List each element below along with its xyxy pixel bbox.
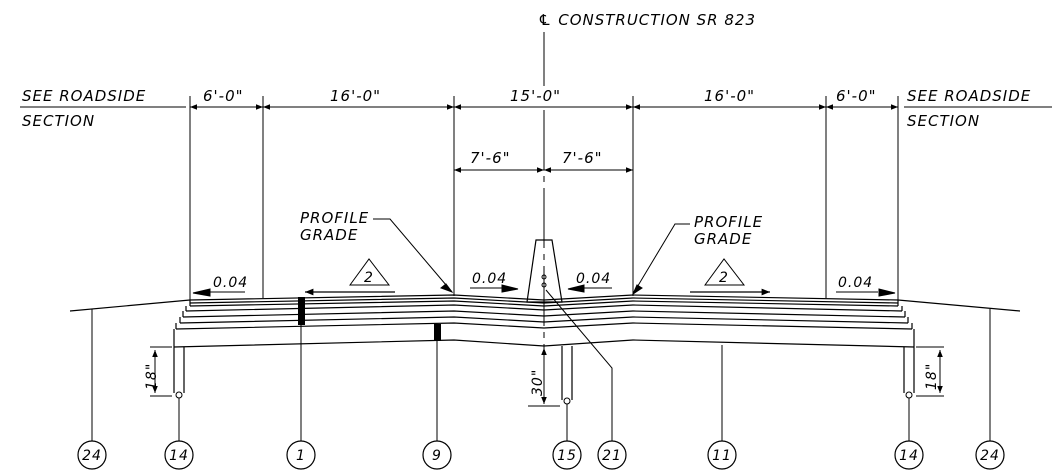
callout-bubble bbox=[286, 440, 316, 470]
callout-bubble bbox=[707, 440, 737, 470]
callout-bubble bbox=[894, 440, 924, 470]
dim-half-median-right: 7'-6" bbox=[562, 149, 603, 167]
curb-dimension-left bbox=[150, 346, 172, 397]
centerline-title: ℄ CONSTRUCTION SR 823 bbox=[538, 11, 756, 29]
profile-grade-left-1: PROFILE bbox=[300, 209, 369, 227]
dim-left-shoulder: 6'-0" bbox=[203, 87, 244, 105]
callout-label: 14 bbox=[169, 448, 189, 464]
callout-label: 24 bbox=[82, 448, 102, 464]
lane-marker-left-triangle bbox=[349, 258, 391, 286]
lane-marker-right: 2 bbox=[719, 270, 729, 286]
slope-left-shoulder: 0.04 bbox=[213, 275, 248, 291]
pavement-layers bbox=[173, 294, 915, 348]
profile-grade-left-2: GRADE bbox=[300, 226, 358, 244]
dim-center-depth: 30" bbox=[530, 369, 546, 396]
callout-label: 14 bbox=[899, 448, 919, 464]
callout-bubble bbox=[975, 440, 1005, 470]
callout-bubble bbox=[597, 440, 627, 470]
joint-bar-left bbox=[298, 297, 305, 325]
median-barrier bbox=[526, 239, 563, 303]
slope-left-median: 0.04 bbox=[472, 271, 507, 287]
callout-bubble bbox=[77, 440, 107, 470]
callout-bubble bbox=[164, 440, 194, 470]
extension-lines bbox=[189, 96, 899, 300]
right-roadside-label: SEE ROADSIDE bbox=[907, 87, 1031, 105]
dim-curb-left: 18" bbox=[144, 363, 160, 390]
profile-grade-right-1: PROFILE bbox=[694, 213, 763, 231]
dim-right-shoulder: 6'-0" bbox=[836, 87, 877, 105]
ground-line-right bbox=[897, 299, 1021, 312]
dim-curb-right: 18" bbox=[924, 363, 940, 390]
dim-right-lane: 16'-0" bbox=[704, 87, 755, 105]
callout-label: 21 bbox=[602, 448, 622, 464]
right-section-label: SECTION bbox=[907, 112, 980, 130]
left-section-label: SECTION bbox=[22, 112, 95, 130]
slope-right-median: 0.04 bbox=[576, 271, 611, 287]
callout-leaders bbox=[91, 289, 991, 441]
curb-dimension-right bbox=[916, 346, 944, 397]
left-roadside-label: SEE ROADSIDE bbox=[22, 87, 146, 105]
dim-median: 15'-0" bbox=[510, 87, 561, 105]
ground-line-left bbox=[69, 299, 191, 312]
underdrains bbox=[173, 346, 915, 400]
profile-grade-right-2: GRADE bbox=[694, 230, 752, 248]
callout-group: 24 14 1 9 15 21 11 14 24 bbox=[77, 440, 1005, 470]
dim-left-lane: 16'-0" bbox=[330, 87, 381, 105]
center-depth-dimension bbox=[528, 348, 560, 407]
callout-label: 15 bbox=[557, 448, 577, 464]
dim-half-median-left: 7'-6" bbox=[470, 149, 511, 167]
lane-marker-left: 2 bbox=[364, 270, 374, 286]
callout-label: 1 bbox=[296, 448, 306, 464]
slope-right-shoulder: 0.04 bbox=[838, 275, 873, 291]
callout-label: 11 bbox=[712, 448, 732, 464]
callout-bubble bbox=[422, 440, 452, 470]
lane-marker-right-triangle bbox=[704, 258, 746, 286]
callout-label: 24 bbox=[980, 448, 1000, 464]
callout-bubble bbox=[552, 440, 582, 470]
joint-bar-center bbox=[434, 324, 441, 341]
callout-label: 9 bbox=[432, 448, 442, 464]
